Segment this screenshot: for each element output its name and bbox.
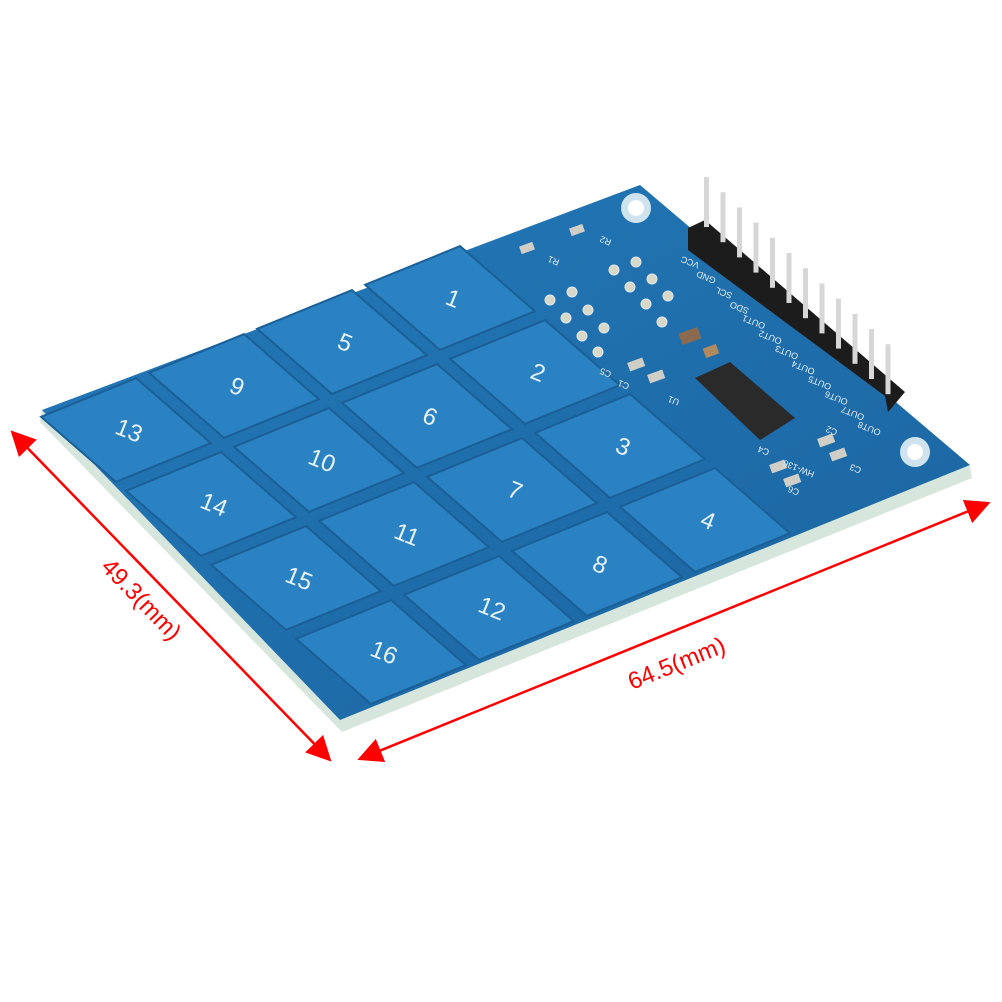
r1-label: R1 xyxy=(546,254,560,268)
header-pin xyxy=(753,222,759,273)
jumper-pads xyxy=(544,256,674,358)
width-dimension-arrow xyxy=(10,430,332,762)
header-pin xyxy=(720,192,726,243)
header-pin xyxy=(852,313,858,364)
smd-components xyxy=(519,223,848,488)
header-pin xyxy=(803,268,808,319)
c6-label: C6 xyxy=(786,484,800,498)
r2-label: R2 xyxy=(598,234,612,248)
header-pin xyxy=(704,177,709,227)
touch-key-1 xyxy=(363,244,537,352)
c2-label: C2 xyxy=(824,424,838,438)
touch-key-5 xyxy=(255,288,429,396)
header-pin xyxy=(885,344,891,395)
u1-label: U1 xyxy=(666,394,680,408)
header-pin xyxy=(770,237,775,288)
pin-header xyxy=(688,220,905,412)
c3-label: C3 xyxy=(848,462,862,476)
ic-chip xyxy=(695,362,795,440)
header-pin xyxy=(786,253,792,303)
header-pin xyxy=(869,329,874,379)
c1-label: C1 xyxy=(616,378,630,392)
length-dimension-label: 64.5(mm) xyxy=(624,632,729,696)
width-dimension-label: 49.3(mm) xyxy=(96,553,187,646)
header-pins xyxy=(704,177,891,395)
c5-label: C5 xyxy=(598,366,612,380)
header-pin xyxy=(819,283,825,334)
touch-key-2 xyxy=(448,318,622,426)
length-dimension-arrow xyxy=(357,499,991,763)
c4-label: C4 xyxy=(756,444,770,458)
header-pin xyxy=(836,298,841,349)
touch-key-3 xyxy=(533,392,707,500)
touch-key-6 xyxy=(340,362,514,470)
header-pin xyxy=(737,207,742,258)
